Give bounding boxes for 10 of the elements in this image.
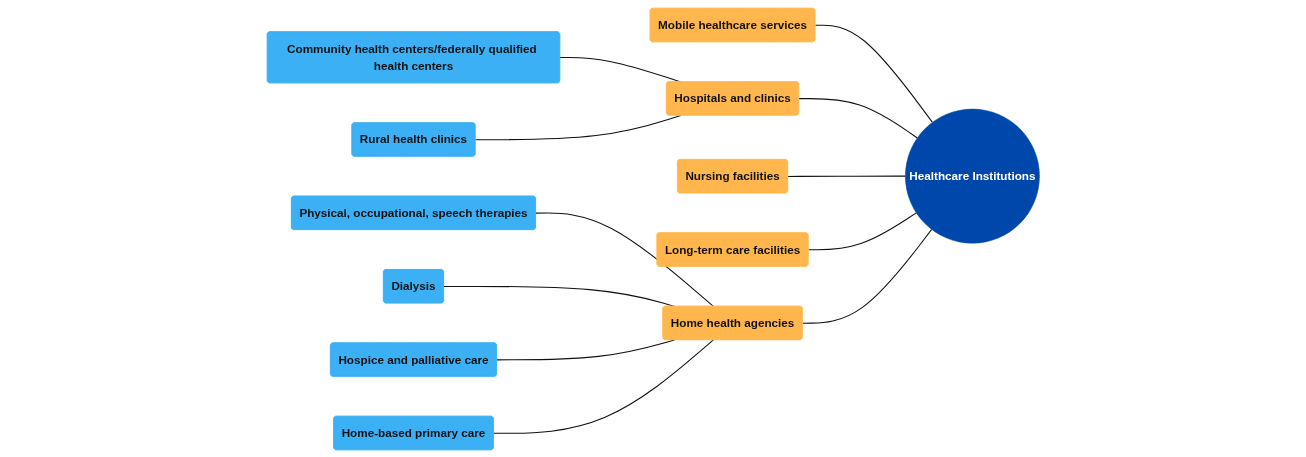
connector — [534, 212, 714, 307]
connector — [807, 211, 917, 250]
connector — [801, 228, 932, 324]
node-circle: Healthcare Institutions — [904, 108, 1040, 243]
connector — [814, 24, 933, 123]
connector — [492, 338, 714, 434]
connector — [474, 114, 681, 140]
connector — [787, 175, 906, 177]
connector — [798, 97, 918, 138]
connector — [495, 338, 675, 360]
